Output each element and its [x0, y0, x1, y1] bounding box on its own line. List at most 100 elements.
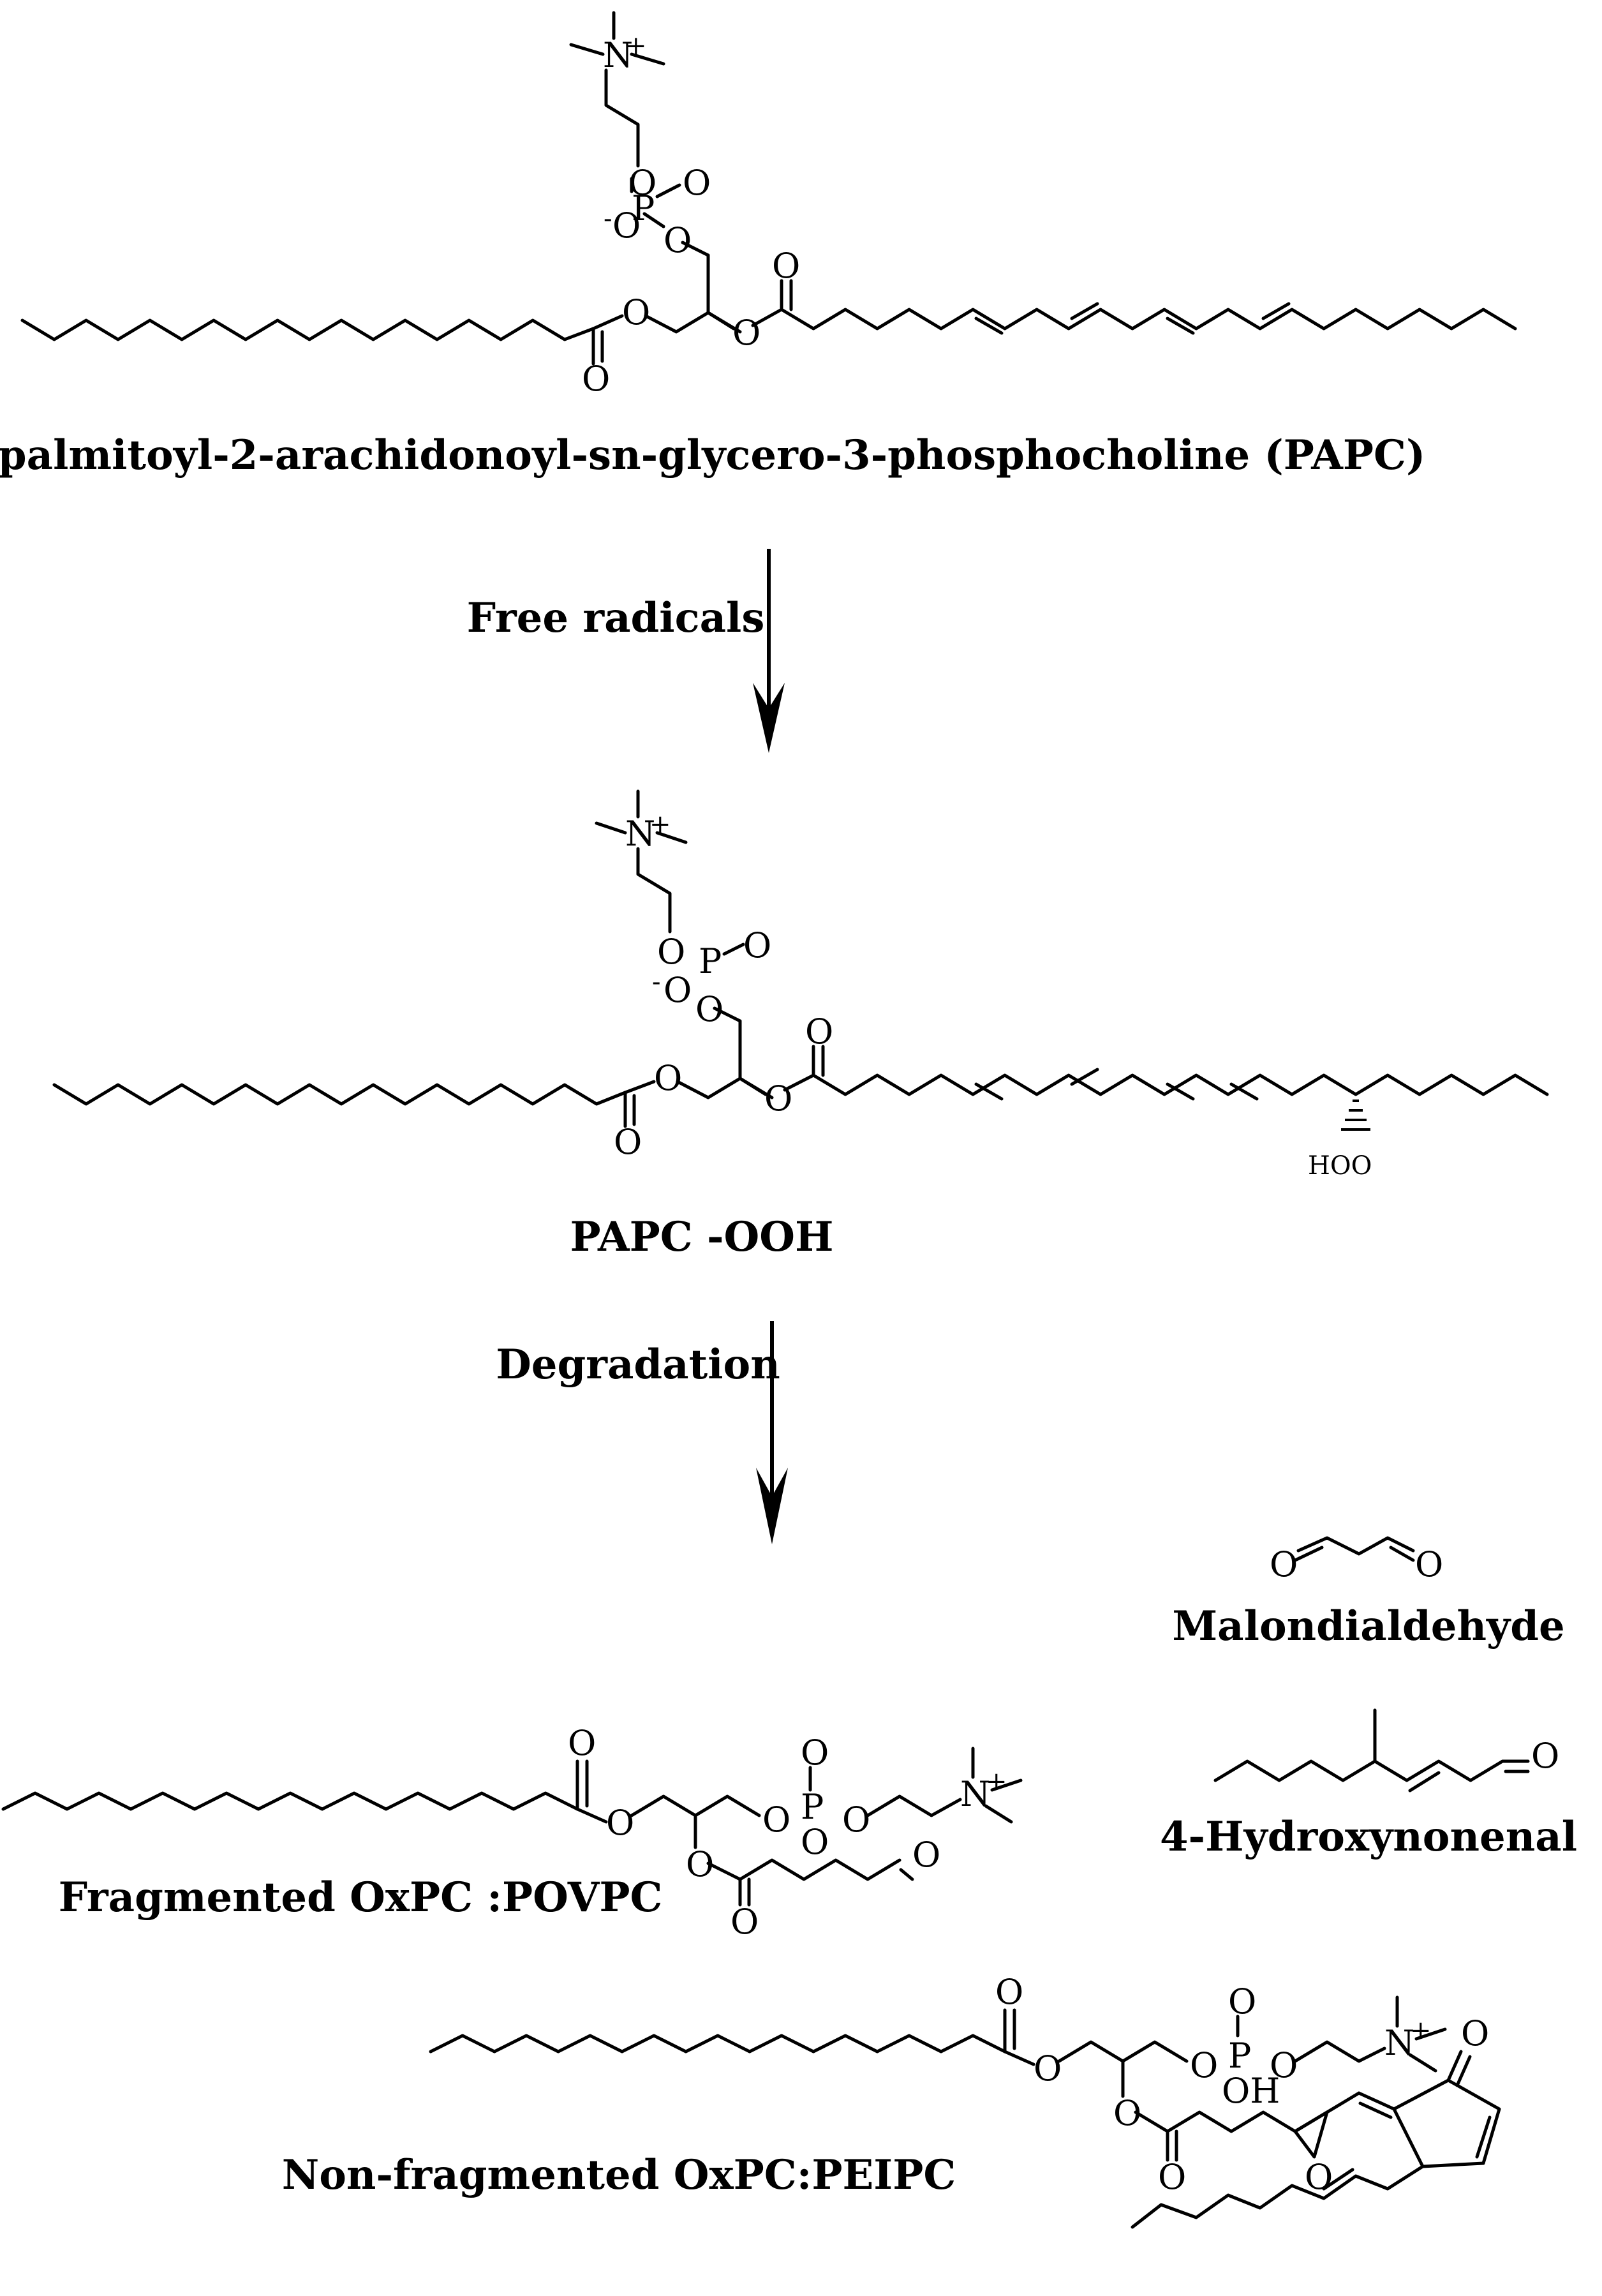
hne-oxygen: O: [1531, 1736, 1559, 1776]
peipc-cyclopentenone-ring: [1392, 2078, 1501, 2168]
n-methyl-3: [630, 52, 665, 66]
ammonium-nitrogen-2: N: [625, 814, 655, 854]
arrow-1-head: [753, 683, 785, 753]
negative-charge: -: [604, 204, 612, 234]
peipc-epoxide-oxygen: O: [1305, 2157, 1333, 2197]
choline-ester-oxygen-2: O: [657, 932, 685, 972]
povpc-choline-oxygen: O: [842, 1800, 870, 1840]
peipc-palmitoyl-chain: [429, 2034, 1007, 2054]
hashed-wedge: [1341, 1100, 1370, 1131]
sn2-ester-oxygen: O: [732, 313, 760, 353]
povpc-ester-bond: [575, 1807, 608, 1824]
povpc-choline-chain: [866, 1794, 962, 1817]
mda-oxygen-2: O: [1415, 1544, 1443, 1584]
peipc-ketone-double: [1455, 2055, 1472, 2087]
sn2-o-to-c-2: [783, 1073, 815, 1092]
p-double-o-2: [722, 943, 745, 956]
sn2-o-to-c: [751, 308, 783, 327]
sn2-bond: [706, 311, 736, 331]
phosphate-anion-oxygen: O: [612, 205, 641, 246]
povpc-positive-charge: +: [986, 1767, 1007, 1796]
db-1-2: [974, 1082, 1004, 1101]
db-2-2: [1070, 1068, 1099, 1086]
malondialdehyde-label: Malondialdehyde: [1172, 1602, 1564, 1650]
povpc-aldehyde-oxygen: O: [912, 1835, 940, 1875]
papc-ooh-structure: O O O P O O - O N + O O: [52, 789, 1549, 1181]
ester-oxygen-2: O: [654, 1058, 682, 1098]
hydroperoxide-group: HOO: [1308, 1151, 1372, 1181]
mda-chain: [1296, 1536, 1415, 1556]
ch2-to-o: [681, 241, 710, 257]
malondialdehyde-structure: O O: [1270, 1536, 1443, 1584]
db-1: [974, 317, 1004, 335]
n-methyl-2-2: [595, 821, 627, 835]
ester-oxygen: O: [622, 292, 650, 332]
peipc-n-methyl-2: [1408, 2053, 1437, 2073]
carbonyl-oxygen: O: [582, 359, 610, 399]
povpc-palmitoyl-chain: [1, 1791, 579, 1811]
peipc-ketone-oxygen: O: [1461, 2013, 1489, 2054]
phosphate-ester-oxygen-2: O: [695, 989, 723, 1029]
negative-charge-2: -: [652, 967, 661, 997]
povpc-ester-oxygen: O: [606, 1803, 634, 1843]
palmitoyl-chain: [20, 318, 595, 341]
povpc-n-methyl-2: [984, 1804, 1013, 1824]
peipc-side-double: [1322, 2168, 1354, 2191]
p-double-o: [655, 183, 681, 198]
povpc-phosphoryl-oxygen: O: [801, 1733, 829, 1773]
ch2-to-o-2: [713, 1006, 742, 1023]
papc-label: 1-palmitoyl-2-arachidonoyl-sn-glycero-3-…: [0, 431, 1425, 479]
peipc-glycerol: [1057, 2040, 1189, 2063]
peipc-carbonyl-oxygen: O: [995, 1972, 1023, 2012]
povpc-valeroyl: [706, 1858, 901, 1881]
step-degradation-label: Degradation: [496, 1341, 780, 1389]
povpc-glycerol: [630, 1794, 761, 1817]
povpc-aldehyde: [899, 1868, 914, 1881]
arrow-2-head: [756, 1468, 788, 1544]
arrow-free-radicals: [753, 549, 785, 753]
povpc-sn2-carbonyl-oxygen: O: [731, 1902, 759, 1942]
peipc-ring-double: [1475, 2115, 1492, 2159]
peipc-phosphoryl-oxygen: O: [1228, 1981, 1256, 2022]
choline-ester-oxygen: O: [628, 163, 656, 203]
db-4-2: [1229, 1082, 1259, 1101]
peipc-choline-chain: [1293, 2040, 1386, 2063]
peipc-to-exocyclic: [1325, 2091, 1361, 2114]
peipc-sn2-carbonyl-oxygen: O: [1158, 2157, 1186, 2197]
mda-carbonyl-2: [1389, 1546, 1415, 1562]
papc-structure: O O O P O O - O N + O O: [20, 11, 1517, 399]
peipc-side-chain: [1131, 2165, 1425, 2229]
peipc-exocyclic-double: [1358, 2101, 1393, 2119]
o-to-p: [642, 212, 665, 228]
db-3: [1166, 317, 1195, 335]
povpc-structure: O O O P O O O N + O O O: [1, 1723, 1023, 1942]
db-2: [1070, 302, 1099, 320]
peipc-phosphorus: P: [1228, 2036, 1251, 2076]
peipc-n-methyl-3: [1414, 2027, 1447, 2041]
povpc-label: Fragmented OxPC :POVPC: [59, 1874, 663, 1921]
peipc-label: Non-fragmented OxPC:PEIPC: [282, 2151, 956, 2199]
sn2-bond-2: [738, 1077, 768, 1096]
peipc-ketone: [1446, 2050, 1463, 2082]
sn2-ester-oxygen-2: O: [764, 1078, 792, 1119]
peipc-choline-oxygen: O: [1270, 2045, 1298, 2085]
peipc-hydroxyl: OH: [1222, 2071, 1280, 2111]
povpc-phosphate-oxygen: O: [762, 1800, 790, 1840]
ammonium-nitrogen: N: [603, 35, 633, 75]
choline-chain: [604, 68, 640, 168]
db-4: [1261, 302, 1291, 320]
peipc-phosphate-oxygen: O: [1190, 2045, 1218, 2085]
hne-double-bond: [1408, 1771, 1441, 1793]
papc-ooh-label: PAPC -OOH: [570, 1213, 834, 1261]
sn2-carbonyl-oxygen: O: [772, 246, 800, 286]
choline-chain-2: [636, 847, 672, 934]
povpc-carbonyl-oxygen: O: [568, 1723, 596, 1763]
phosphoryl-oxygen-2: O: [743, 925, 771, 965]
phosphate-anion-oxygen-2: O: [664, 970, 692, 1010]
mda-carbonyl-1: [1293, 1546, 1324, 1562]
povpc-anion-oxygen: O: [801, 1822, 829, 1862]
hne-chain: [1213, 1759, 1530, 1782]
phosphoryl-oxygen: O: [683, 163, 711, 203]
carbonyl-oxygen-2: O: [614, 1122, 642, 1162]
